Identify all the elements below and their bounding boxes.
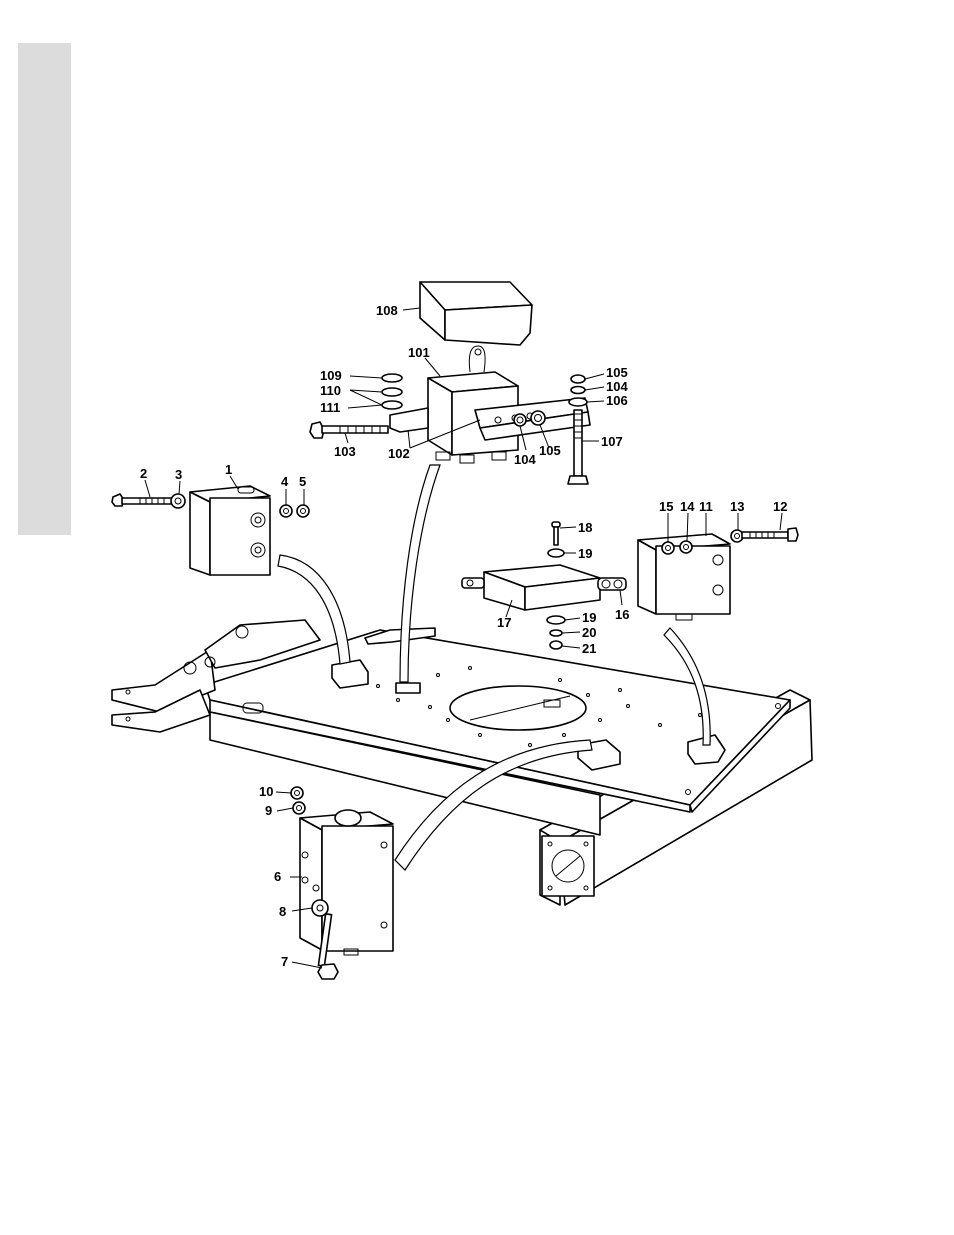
label-18: 18 [578, 520, 592, 535]
label-1: 1 [225, 462, 232, 477]
label-17: 17 [497, 615, 511, 630]
frame-assembly [112, 620, 812, 905]
label-107: 107 [601, 434, 623, 449]
label-19-upper: 19 [578, 546, 592, 561]
label-11: 11 [699, 499, 713, 514]
label-19-lower: 19 [582, 610, 596, 625]
label-109: 109 [320, 368, 342, 383]
label-20: 20 [582, 625, 596, 640]
label-108: 108 [376, 303, 398, 318]
label-15: 15 [659, 499, 673, 514]
label-8: 8 [279, 904, 286, 919]
label-101: 101 [408, 345, 430, 360]
label-13: 13 [730, 499, 744, 514]
label-3: 3 [175, 467, 182, 482]
label-14: 14 [680, 499, 695, 514]
label-111: 111 [320, 400, 340, 415]
part-6-valve [291, 787, 393, 979]
label-4: 4 [281, 474, 289, 489]
label-21: 21 [582, 641, 596, 656]
label-105-lower: 105 [539, 443, 561, 458]
part-108-block [420, 282, 532, 345]
label-6: 6 [274, 869, 281, 884]
label-16: 16 [615, 607, 629, 622]
part-11-valve [638, 528, 798, 620]
part-101-valve [310, 346, 590, 484]
label-104-upper: 104 [606, 379, 628, 394]
part-17-valve [462, 522, 626, 649]
label-105-upper: 105 [606, 365, 628, 380]
label-103: 103 [334, 444, 356, 459]
label-5: 5 [299, 474, 306, 489]
label-106: 106 [606, 393, 628, 408]
label-7: 7 [281, 954, 288, 969]
label-2: 2 [140, 466, 147, 481]
label-104-lower: 104 [514, 452, 536, 467]
label-12: 12 [773, 499, 787, 514]
label-10: 10 [259, 784, 273, 799]
label-9: 9 [265, 803, 272, 818]
label-110: 110 [320, 383, 341, 398]
label-102: 102 [388, 446, 410, 461]
